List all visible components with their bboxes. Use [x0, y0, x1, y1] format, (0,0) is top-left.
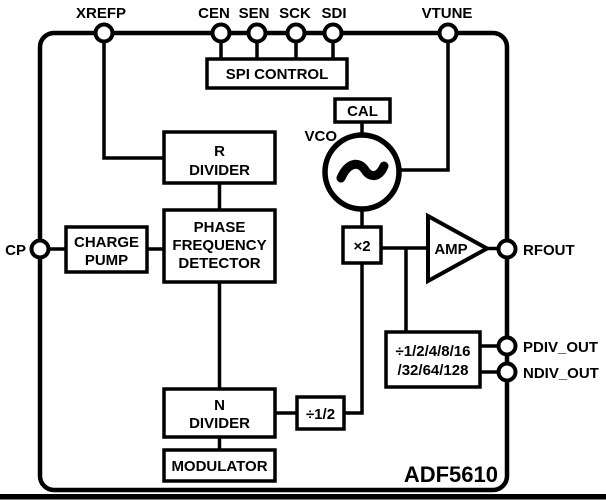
n-divider-block — [162, 387, 277, 439]
cal-block — [333, 97, 392, 124]
pin-sen — [246, 22, 268, 44]
r-divider-label-line2: DIVIDER — [189, 162, 250, 179]
amp-label: AMP — [434, 241, 467, 258]
amp-triangle — [426, 212, 492, 285]
pin-vtune — [437, 22, 459, 44]
pin-label-vtune: VTUNE — [422, 5, 473, 22]
pin-label-sck: SCK — [279, 5, 311, 22]
wire-xrefp-to-rdivider — [102, 41, 164, 160]
modulator-block — [162, 448, 277, 483]
pin-label-ndiv-out: NDIV_OUT — [523, 365, 599, 382]
pfd-label-line2: FREQUENCY — [172, 237, 266, 254]
n-divider-label-line2: DIVIDER — [189, 415, 250, 432]
cal-label: CAL — [347, 103, 378, 120]
output-divider-label-line2: /32/64/128 — [398, 362, 469, 379]
pin-label-cp: CP — [5, 242, 26, 259]
pin-label-cen: CEN — [198, 5, 230, 22]
pin-cen — [210, 22, 232, 44]
charge-pump-label-line2: PUMP — [85, 252, 128, 269]
pin-pdiv-out — [496, 335, 518, 357]
pin-label-xrefp: XREFP — [76, 5, 126, 22]
r-divider-block — [162, 130, 277, 185]
charge-pump-label-line1: CHARGE — [74, 234, 139, 251]
r-divider-label-line1: R — [214, 143, 225, 160]
pin-label-rfout: RFOUT — [523, 242, 575, 259]
div-half-block — [295, 395, 346, 431]
div-half-label: ÷1/2 — [306, 406, 335, 423]
pin-label-sen: SEN — [239, 5, 270, 22]
pin-label-pdiv-out: PDIV_OUT — [523, 339, 598, 356]
pfd-label-line3: DETECTOR — [178, 255, 260, 272]
wire-vtune-to-vco — [399, 41, 450, 172]
bottom-rule — [0, 494, 606, 500]
spi-control-label: SPI CONTROL — [226, 66, 329, 83]
output-divider-label-line1: ÷1/2/4/8/16 — [396, 343, 471, 360]
pin-ndiv-out — [496, 361, 518, 383]
frequency-doubler-block — [341, 225, 383, 265]
pin-cp — [29, 238, 51, 260]
pfd-label-line1: PHASE — [194, 219, 246, 236]
wire-doubler-to-divhalf — [344, 263, 364, 415]
modulator-label: MODULATOR — [171, 458, 267, 475]
pin-rfout — [496, 238, 518, 260]
output-divider-block — [384, 330, 482, 389]
n-divider-label-line1: N — [214, 397, 225, 414]
sine-wave-icon — [336, 159, 389, 183]
frequency-doubler-label: ×2 — [353, 238, 370, 255]
chip-outline — [37, 30, 510, 493]
pin-sdi — [322, 22, 344, 44]
part-number-label: ADF5610 — [404, 462, 498, 487]
pin-xrefp — [93, 22, 115, 44]
charge-pump-block — [64, 225, 149, 274]
pin-label-sdi: SDI — [321, 5, 346, 22]
vco-label: VCO — [304, 128, 337, 145]
phase-frequency-detector-block — [162, 208, 277, 284]
spi-control-block — [205, 57, 349, 90]
pin-sck — [285, 22, 307, 44]
